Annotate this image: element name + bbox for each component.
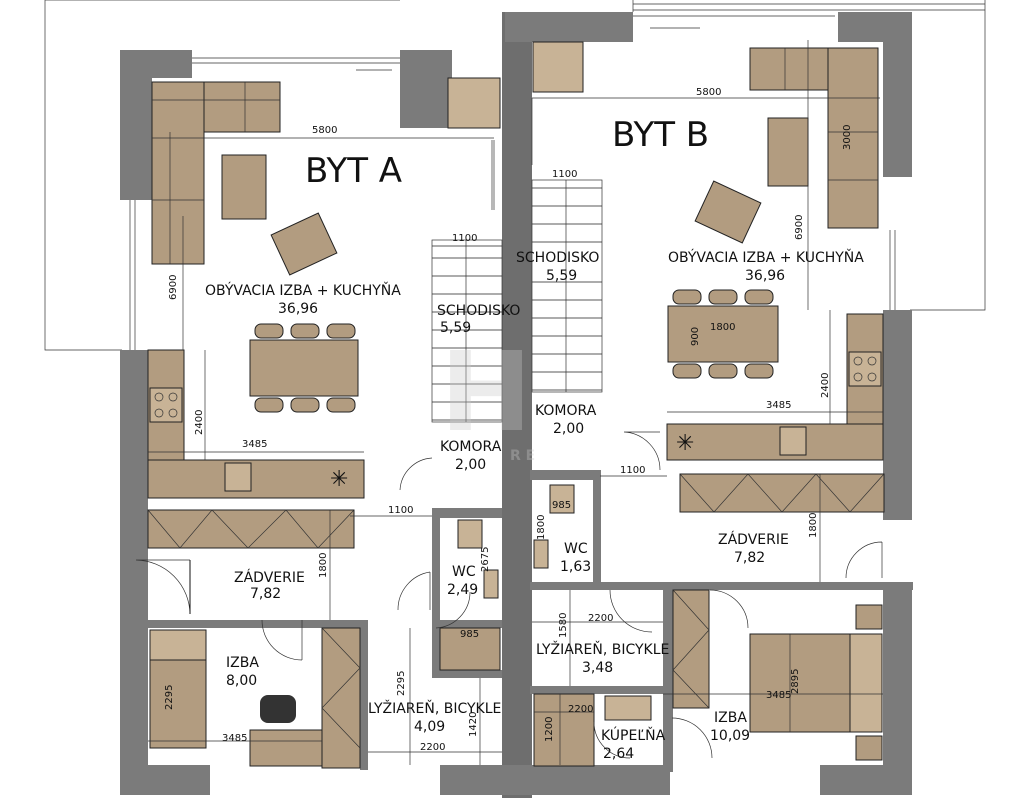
dim-b-hall-w: 1100 [620,465,645,476]
doors [135,27,883,759]
furniture-a: ✳ [147,81,501,769]
dim-b-bath-w: 2200 [568,704,593,715]
dim-b-hall-h: 1800 [808,513,819,538]
dim-a-height-living: 6900 [168,275,179,300]
coffee-table-b [767,117,809,187]
room-a-living-area: 36,96 [278,301,318,317]
room-a-room-area: 8,00 [226,673,257,689]
fan-icon-b: ✳ [676,431,694,456]
armchair-a [270,212,338,276]
room-b-stairs-name: SCHODISKO [516,250,599,266]
dim-b-wc-w: 985 [552,500,571,511]
room-b-hall-area: 7,82 [734,550,765,566]
dim-b-ski-w: 2200 [588,613,613,624]
coffee-table-a [221,154,267,220]
dim-a-kitchen-h: 2400 [194,410,205,435]
room-a-hall-name: ZÁDVERIE [234,569,305,586]
room-a-hall-area: 7,82 [250,586,281,602]
watermark-sub: R E [510,448,535,464]
room-a-living-name: OBÝVACIA IZBA + KUCHYŇA [205,282,401,299]
dim-b-wc-h: 1800 [536,515,547,540]
dim-b-table-h: 900 [690,327,701,346]
room-a-ski-name: LYŽIAREŇ, BICYKLE [368,699,501,717]
dim-a-ski-h2: 1420 [468,712,479,737]
walls [120,12,913,798]
room-b-living-name: OBÝVACIA IZBA + KUCHYŇA [668,249,864,266]
apartment-a-title: BYT A [305,151,402,191]
dim-a-hall-w: 1100 [388,505,413,516]
room-a-stairs-name: SCHODISKO [437,303,520,319]
dim-a-room-h: 2295 [164,685,175,710]
room-b-living-area: 36,96 [745,268,785,284]
room-b-room-name: IZBA [714,710,747,726]
room-a-stairs-area: 5,59 [440,320,471,336]
dim-a-ski-w: 2200 [420,742,445,753]
dim-a-kitchen-w: 3485 [242,439,267,450]
furniture-b: ✳ [533,47,885,767]
watermark-logo: H [440,328,532,456]
dim-a-room-w: 3485 [222,733,247,744]
site-outline [44,0,986,351]
apartment-b-title: BYT B [612,115,709,155]
dining-table-b [667,305,779,363]
sofa-a-side [151,81,205,265]
dim-a-wc-h: 2675 [480,547,491,572]
room-b-storage-name: KOMORA [535,403,597,419]
room-a-wc-area: 2,49 [447,582,478,598]
dim-b-ski-h: 1580 [558,613,569,638]
stairs [431,179,603,423]
room-b-wc-name: WC [564,541,588,557]
chimneys [447,41,584,129]
dim-a-ski-h: 2295 [396,671,407,696]
room-a-storage-area: 2,00 [455,457,486,473]
room-b-ski-name: LYŽIAREŇ, BICYKLE [536,640,669,658]
dim-b-height-living: 6900 [794,215,805,240]
room-b-bath-name: KÚPEĽŇA [601,726,666,744]
dim-b-bath-h: 1200 [544,717,555,742]
dim-b-table-w: 1800 [710,322,735,333]
dim-b-width-top: 5800 [696,87,721,98]
room-a-room-name: IZBA [226,655,259,671]
room-b-storage-area: 2,00 [553,421,584,437]
armchair-b [694,180,762,244]
dim-a-wc-w: 985 [460,629,479,640]
dining-table-a [249,339,359,397]
dim-b-kitchen-w: 3485 [766,400,791,411]
room-a-storage-name: KOMORA [440,439,502,455]
fan-icon: ✳ [330,467,348,492]
dim-a-width-top: 5800 [312,125,337,136]
room-b-stairs-area: 5,59 [546,268,577,284]
room-a-ski-area: 4,09 [414,719,445,735]
dim-b-kitchen-h: 2400 [820,373,831,398]
dim-b-stairs-w: 1100 [552,169,577,180]
dim-b-sofa: 3000 [842,125,853,150]
room-b-wc-area: 1,63 [560,559,591,575]
room-b-room-area: 10,09 [710,728,750,744]
sofa-b-side [827,47,879,229]
room-b-hall-name: ZÁDVERIE [718,531,789,548]
dim-a-hall-h: 1800 [318,553,329,578]
dim-b-room-h: 2895 [790,669,801,694]
watermark: H R E [440,328,535,464]
room-a-wc-name: WC [452,564,476,580]
room-b-bath-area: 2,64 [603,746,634,762]
dim-a-stairs-w: 1100 [452,233,477,244]
dimension-lines [148,40,883,765]
room-b-ski-area: 3,48 [582,660,613,676]
dim-b-room-w: 3485 [766,690,791,701]
